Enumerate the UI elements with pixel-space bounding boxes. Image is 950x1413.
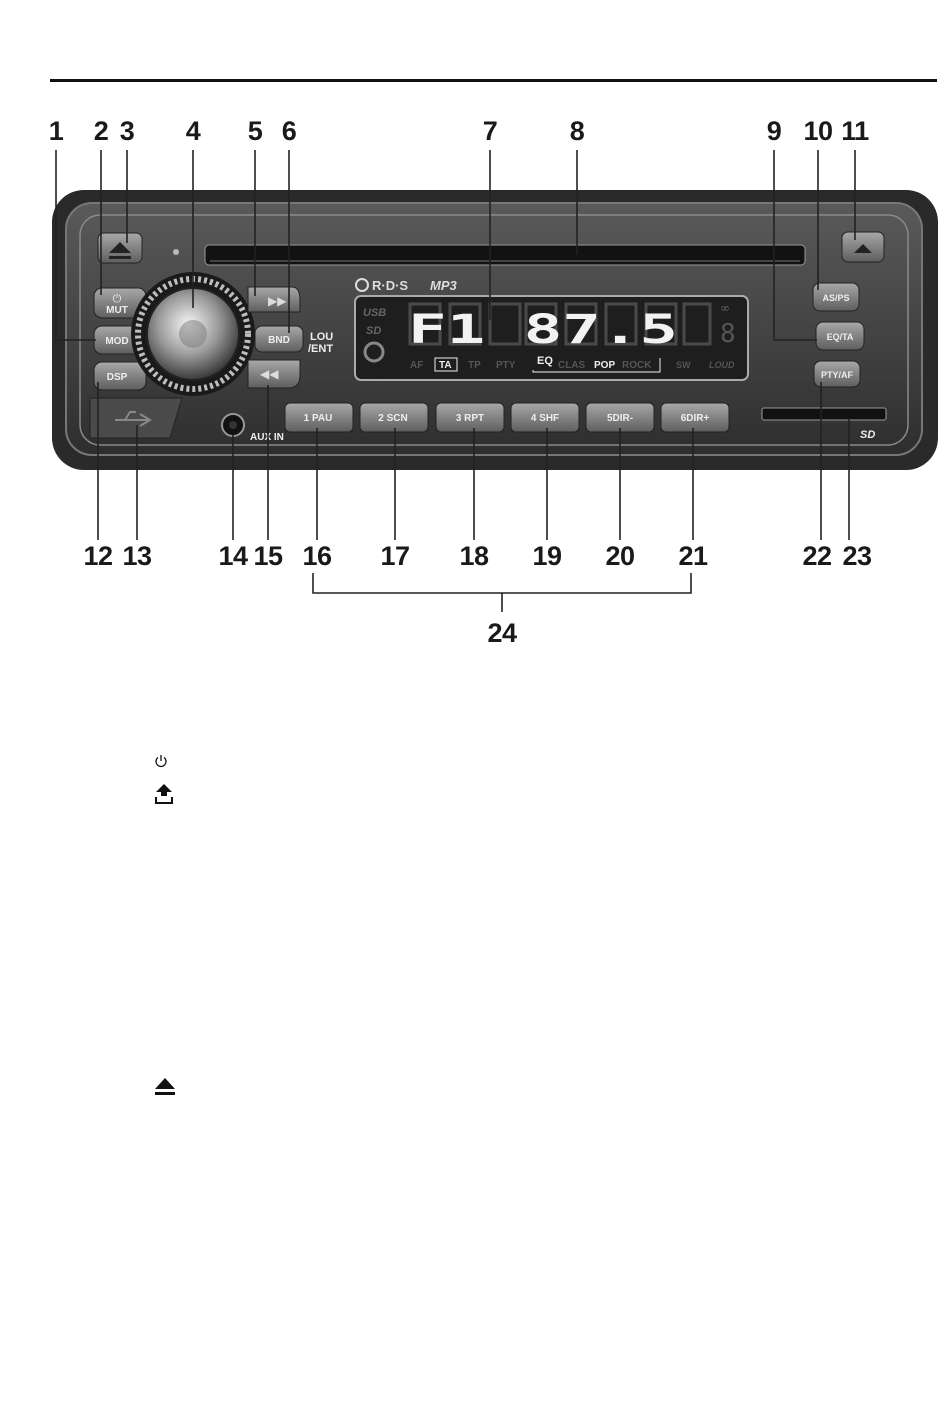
power-icon: [154, 754, 168, 768]
sd-indicator: SD: [366, 325, 381, 337]
tp-indicator: TP: [468, 360, 481, 371]
eq-ta-label: EQ/TA: [827, 332, 854, 342]
sw-indicator: SW: [676, 360, 691, 370]
usb-port[interactable]: [90, 398, 182, 438]
eq-clas: CLAS: [558, 360, 586, 371]
bnd-label: BND: [268, 335, 290, 346]
frequency-readout: F1 87.5: [408, 307, 678, 353]
callout-15: 15: [253, 543, 282, 570]
mod-label: MOD: [105, 336, 128, 347]
preset-3-label: 3 RPT: [456, 413, 484, 424]
ta-indicator: TA: [439, 360, 452, 371]
eq-indicator: EQ: [537, 355, 553, 367]
eject-icon: [154, 1077, 176, 1097]
mp3-logo: MP3: [430, 278, 458, 293]
preset-6-label: 6DIR+: [681, 413, 710, 424]
svg-text:▶▶: ▶▶: [268, 294, 287, 308]
lcd-display: USB SD F1 87.5 8 ∞ AF TA TP PTY EQ CLAS …: [355, 296, 748, 380]
svg-text:◀◀: ◀◀: [260, 367, 279, 381]
mut-label: MUT: [106, 305, 128, 316]
lou-label: LOU: [310, 331, 333, 343]
svg-text:8: 8: [720, 319, 736, 349]
callout-22: 22: [802, 543, 831, 570]
eq-pop: POP: [594, 360, 615, 371]
callout-12: 12: [83, 543, 112, 570]
callout-8: 8: [570, 118, 585, 145]
callout-24: 24: [487, 620, 516, 647]
svg-text:⏻: ⏻: [113, 293, 122, 305]
callout-16: 16: [302, 543, 331, 570]
callout-14: 14: [218, 543, 247, 570]
aux-label: AUX IN: [250, 432, 284, 443]
usb-indicator: USB: [363, 307, 386, 319]
release-panel-icon: [154, 783, 174, 805]
rds-logo: R·D·S: [372, 278, 408, 293]
callout-10: 10: [803, 118, 832, 145]
pty-indicator: PTY: [496, 360, 516, 371]
callout-18: 18: [459, 543, 488, 570]
preset-2-label: 2 SCN: [378, 413, 407, 424]
eq-rock: ROCK: [622, 360, 652, 371]
callout-19: 19: [532, 543, 561, 570]
callout-1: 1: [49, 118, 64, 145]
callout-9: 9: [767, 118, 782, 145]
dsp-label: DSP: [107, 372, 128, 383]
callout-4: 4: [186, 118, 201, 145]
callout-20: 20: [605, 543, 634, 570]
callout-11: 11: [841, 118, 869, 145]
callout-21: 21: [678, 543, 707, 570]
af-indicator: AF: [410, 360, 423, 371]
sd-slot[interactable]: [762, 408, 886, 420]
as-ps-label: AS/PS: [822, 293, 849, 303]
pty-af-label: PTY/AF: [821, 370, 854, 380]
preset-1-label: 1 PAU: [304, 413, 333, 424]
callout-3: 3: [120, 118, 135, 145]
preset-4-label: 4 SHF: [531, 413, 559, 424]
callout-2: 2: [94, 118, 109, 145]
loud-indicator: LOUD: [709, 360, 735, 370]
callout-6: 6: [282, 118, 297, 145]
callout-23: 23: [842, 543, 871, 570]
callout-17: 17: [380, 543, 409, 570]
callout-7: 7: [483, 118, 498, 145]
preset-5-label: 5DIR-: [607, 413, 633, 424]
callout-5: 5: [248, 118, 263, 145]
sd-label: SD: [860, 429, 875, 441]
callout-13: 13: [122, 543, 151, 570]
ent-label: /ENT: [308, 343, 333, 355]
svg-text:∞: ∞: [720, 301, 730, 315]
